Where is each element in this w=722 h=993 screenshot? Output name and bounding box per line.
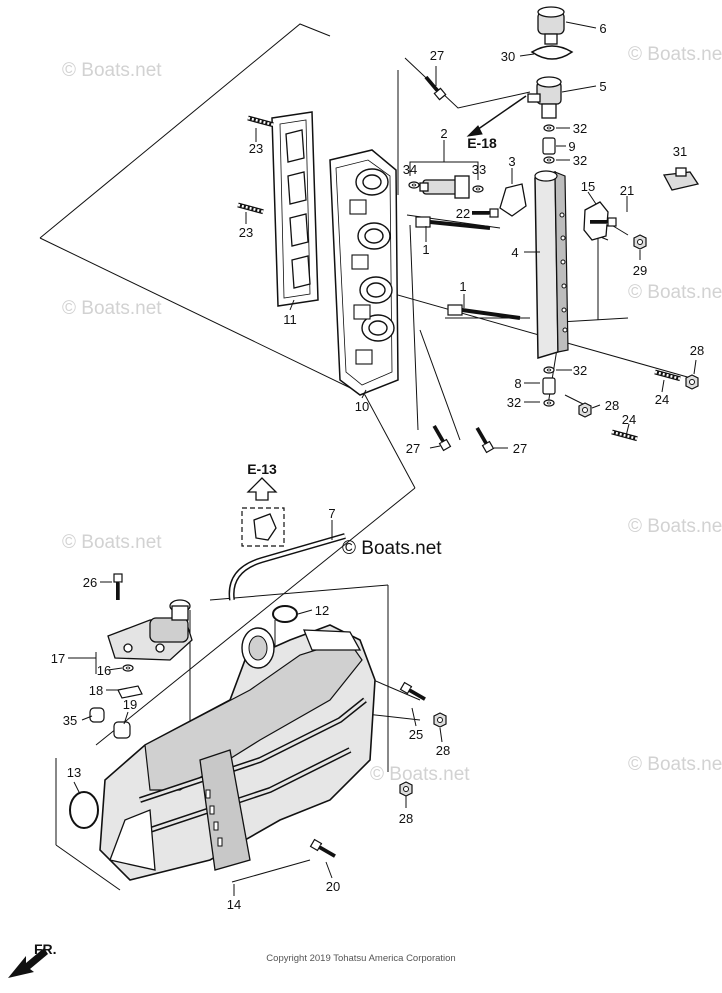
fasteners-lower <box>69 572 447 862</box>
callout-18: 18 <box>89 683 103 698</box>
callout-20: 20 <box>326 879 340 894</box>
boats-logo: © Boats.net <box>342 538 442 559</box>
watermark-text: © Boats.net <box>370 764 470 785</box>
leader-lines <box>68 21 697 896</box>
fasteners-upper <box>238 72 699 455</box>
callout-30: 30 <box>501 49 515 64</box>
e13-reference <box>241 477 285 547</box>
watermark-text: © Boats.net <box>628 754 722 775</box>
reference-arrow <box>466 95 527 137</box>
lower-guide-lines <box>55 487 421 891</box>
callout-32: 32 <box>573 363 587 378</box>
callout-28: 28 <box>690 343 704 358</box>
callout-32: 32 <box>507 395 521 410</box>
callout-27: 27 <box>430 48 444 63</box>
callout-17: 17 <box>51 651 65 666</box>
callout-15: 15 <box>581 179 595 194</box>
ref-e13: E-13 <box>247 461 277 477</box>
gasket-plate <box>271 111 319 307</box>
copyright-text: Copyright 2019 Tohatsu America Corporati… <box>266 953 455 964</box>
front-marker-text: FR. <box>34 941 57 957</box>
callout-32: 32 <box>573 121 587 136</box>
callout-34: 34 <box>403 162 417 177</box>
rubber-mount <box>113 721 131 739</box>
callout-24: 24 <box>622 412 636 427</box>
callout-35: 35 <box>63 713 77 728</box>
callout-23: 23 <box>249 141 263 156</box>
reference-labels: E-18 E-13 <box>247 135 497 477</box>
intake-manifold <box>99 624 376 881</box>
callout-27: 27 <box>513 441 527 456</box>
hose-clip <box>69 791 99 829</box>
callout-13: 13 <box>67 765 81 780</box>
grommet <box>89 707 105 723</box>
callout-29: 29 <box>633 263 647 278</box>
pressure-regulator <box>527 76 562 119</box>
watermark-text: © Boats.net <box>62 60 162 81</box>
callout-2: 2 <box>440 126 447 141</box>
bracket <box>499 183 527 217</box>
callout-23: 23 <box>239 225 253 240</box>
callout-8: 8 <box>514 376 521 391</box>
o-ring-large <box>272 605 298 623</box>
o-rings <box>408 124 556 407</box>
callout-4: 4 <box>511 245 518 260</box>
callout-6: 6 <box>599 21 606 36</box>
watermark-text: © Boats.net <box>62 532 162 553</box>
watermark-text: © Boats.net <box>628 44 722 65</box>
callout-12: 12 <box>315 603 329 618</box>
sensor-assembly <box>107 599 193 661</box>
watermark-text: © Boats.net <box>628 282 722 303</box>
callout-11: 11 <box>283 312 297 327</box>
callout-16: 16 <box>97 663 111 678</box>
callout-24: 24 <box>655 392 669 407</box>
intake-plate <box>329 149 399 396</box>
watermark-layer: © Boats.net © Boats.net © Boats.net © Bo… <box>62 44 722 785</box>
fuel-injector <box>419 175 470 199</box>
hose-clamp <box>662 167 700 191</box>
watermark-text: © Boats.net <box>628 516 722 537</box>
front-marker: FR. <box>8 941 57 978</box>
callout-5: 5 <box>599 79 606 94</box>
callout-7: 7 <box>328 506 335 521</box>
pulsation-damper <box>537 6 565 45</box>
callout-1: 1 <box>459 279 466 294</box>
ref-e18: E-18 <box>467 135 497 151</box>
callout-22: 22 <box>456 206 470 221</box>
callout-27: 27 <box>406 441 420 456</box>
callout-9: 9 <box>568 139 575 154</box>
callout-33: 33 <box>472 162 486 177</box>
callout-25: 25 <box>409 727 423 742</box>
callout-3: 3 <box>508 154 515 169</box>
callout-14: 14 <box>227 897 241 912</box>
gasket-small <box>117 685 143 699</box>
fuel-rail <box>534 170 569 360</box>
callout-1: 1 <box>422 242 429 257</box>
callout-32: 32 <box>573 153 587 168</box>
callout-28: 28 <box>399 811 413 826</box>
callout-10: 10 <box>355 399 369 414</box>
clip <box>530 45 574 60</box>
callout-28: 28 <box>436 743 450 758</box>
watermark-text: © Boats.net <box>62 298 162 319</box>
vapor-hose-inner <box>230 534 346 601</box>
callout-21: 21 <box>620 183 634 198</box>
callout-19: 19 <box>123 697 137 712</box>
callout-26: 26 <box>83 575 97 590</box>
callout-labels: 6 30 5 32 9 32 27 2 34 33 3 22 15 21 31 … <box>51 21 704 912</box>
callout-28: 28 <box>605 398 619 413</box>
callout-31: 31 <box>673 144 687 159</box>
